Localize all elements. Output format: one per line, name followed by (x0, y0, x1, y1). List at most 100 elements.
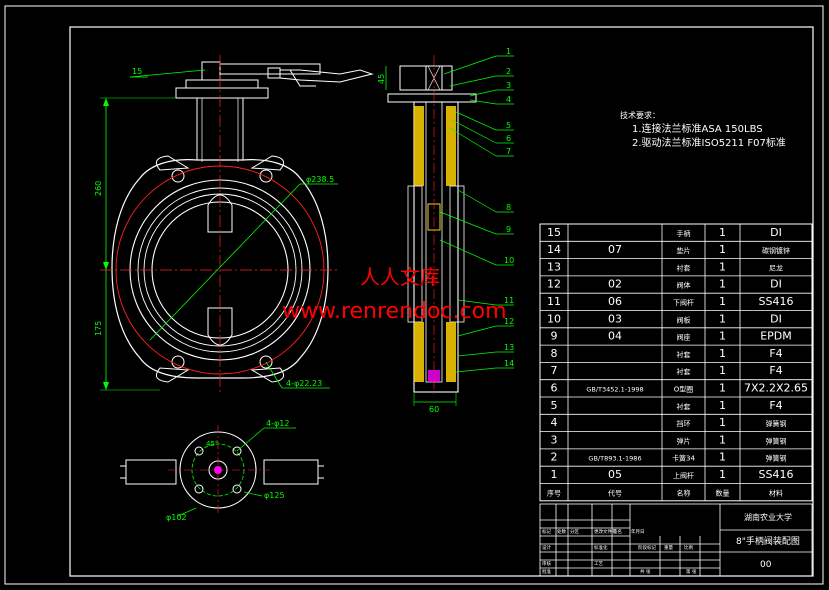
bom-header-no: 序号 (547, 488, 561, 497)
inner-border (69, 26, 814, 577)
bom-cell-name: 衬套 (677, 367, 691, 376)
bom-cell-name: 手柄 (677, 229, 691, 238)
bom-cell-no: 11 (547, 295, 561, 308)
bom-cell-material: DI (770, 278, 782, 291)
balloon-4: 4 (506, 95, 511, 104)
dim-lower-height: 175 (94, 321, 103, 336)
title-drawing-name: 8"手柄阀装配图 (736, 535, 800, 547)
balloon-8: 8 (506, 203, 511, 212)
bom-cell-no: 6 (551, 381, 558, 394)
bom-cell-no: 3 (551, 433, 558, 446)
bom-cell-code: 04 (608, 330, 622, 343)
dim-bolt-holes-main: 4-φ22.23 (286, 379, 322, 388)
bom-cell-no: 14 (547, 243, 561, 256)
bom-cell-qty: 1 (719, 364, 726, 377)
bom-cell-code: 07 (608, 243, 622, 256)
dim-bolt-holes-top: 4-φ12 (266, 419, 289, 428)
bom-header-name: 名称 (677, 488, 691, 497)
title-school: 湖南农业大学 (744, 512, 792, 522)
bom-cell-material: DI (770, 312, 782, 325)
bom-cell-code: 06 (608, 295, 622, 308)
bom-cell-name: 垫片 (677, 246, 691, 255)
balloon-7: 7 (506, 147, 511, 156)
bom-cell-qty: 1 (719, 278, 726, 291)
bom-header-qty: 数量 (716, 488, 730, 497)
dim-top-pcd: φ125 (264, 491, 285, 500)
outer-border (4, 5, 824, 585)
balloon-9: 9 (506, 225, 511, 234)
balloon-2: 2 (506, 67, 511, 76)
bom-cell-code: 05 (608, 468, 622, 481)
title-small-label: 签名 (613, 528, 622, 535)
bom-cell-name: 弹片 (677, 436, 691, 445)
notes-line-1: 1.连接法兰标准ASA 150LBS (632, 122, 763, 135)
bom-cell-no: 15 (547, 226, 561, 239)
notes-line-2: 2.驱动法兰标准ISO5211 F07标准 (632, 136, 786, 149)
bom-cell-qty: 1 (719, 260, 726, 273)
bom-cell-no: 13 (547, 260, 561, 273)
balloon-12: 12 (504, 317, 514, 326)
bom-cell-qty: 1 (719, 381, 726, 394)
bom-cell-name: 卡簧34 (672, 454, 695, 463)
bom-cell-qty: 1 (719, 468, 726, 481)
bom-cell-qty: 1 (719, 347, 726, 360)
bom-header-code: 代号 (608, 488, 622, 497)
bom-cell-name: 上阀杆 (673, 471, 694, 480)
bom-cell-material: SS416 (759, 468, 794, 481)
bom-cell-material: 弹簧钢 (766, 436, 787, 445)
bom-cell-no: 12 (547, 278, 561, 291)
title-small-label: 标记 (542, 528, 551, 535)
title-small-label: 设计 (542, 544, 551, 551)
bom-cell-material: 尼龙 (769, 263, 783, 272)
bom-cell-no: 4 (551, 416, 558, 429)
bom-cell-name: O型圈 (674, 384, 694, 393)
bom-cell-name: 下阀杆 (673, 298, 694, 307)
bom-cell-qty: 1 (719, 451, 726, 464)
bom-cell-code: GB/T893.1-1986 (588, 455, 641, 463)
bom-cell-name: 阀座 (677, 333, 691, 342)
title-small-label: 比例 (684, 544, 693, 551)
bom-cell-material: SS416 (759, 295, 794, 308)
dim-side-width: 60 (429, 405, 439, 414)
bom-cell-no: 9 (551, 330, 558, 343)
title-block (539, 503, 813, 577)
title-small-label: 阶段标记 (638, 544, 656, 551)
balloon-leaders (439, 55, 514, 373)
bom-cell-name: 阀板 (677, 315, 691, 324)
title-small-labels: 标记处数分区更改文件号签名年月日设计标准化审核工艺批准阶段标记重量比例共 张第 … (542, 528, 697, 575)
bom-cell-qty: 1 (719, 312, 726, 325)
bom-cell-name: 衬套 (677, 402, 691, 411)
bom-cell-no: 10 (547, 312, 561, 325)
balloon-5: 5 (506, 121, 511, 130)
bom-cell-material: 弹簧钢 (766, 454, 787, 463)
top-view (120, 425, 324, 517)
bom-cell-qty: 1 (719, 399, 726, 412)
bom-cell-material: F4 (769, 399, 782, 412)
title-small-label: 工艺 (594, 561, 603, 567)
title-small-label: 批准 (542, 568, 551, 575)
dim-side-top: 45 (377, 74, 386, 84)
title-small-label: 审核 (542, 560, 551, 567)
bom-cell-qty: 1 (719, 243, 726, 256)
bom-cell-material: DI (770, 226, 782, 239)
bom-cell-material: 弹簧钢 (766, 419, 787, 428)
watermark-url: www.renrendoc.com (282, 299, 507, 324)
dim-top-dia: φ102 (166, 513, 187, 522)
bom-cell-qty: 1 (719, 226, 726, 239)
handle (175, 61, 374, 99)
bom-cell-no: 7 (551, 364, 558, 377)
bom-cell-name: 衬套 (677, 263, 691, 272)
title-small-label: 标准化 (594, 544, 608, 551)
dim-overall-height: 260 (94, 181, 103, 196)
bom-cell-name: 衬套 (677, 350, 691, 359)
bom-cell-code: 03 (608, 312, 622, 325)
notes-heading: 技术要求： (620, 110, 660, 120)
balloon-1: 1 (506, 47, 511, 56)
bom-cell-no: 1 (551, 468, 558, 481)
bom-cell-code: GB/T3452.1-1998 (586, 385, 643, 393)
bom-cell-material: F4 (769, 364, 782, 377)
title-small-label: 更改文件号 (594, 528, 617, 535)
bom-cell-name: 挡环 (677, 419, 691, 428)
